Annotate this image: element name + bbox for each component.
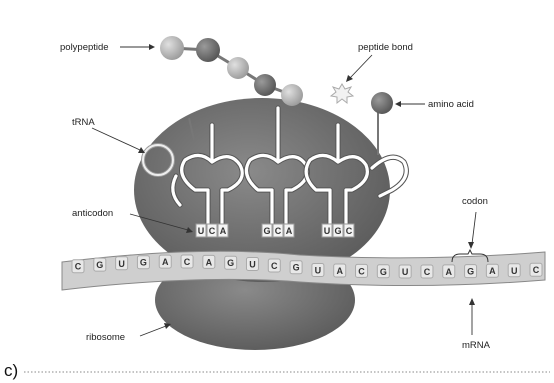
amino-acid-label: amino acid — [428, 99, 474, 110]
mrna-base: A — [446, 267, 453, 277]
mrna-base: A — [489, 266, 496, 276]
anticodon-base: C — [275, 226, 282, 236]
amino-acid-bead — [254, 74, 276, 96]
amino-acid-bead — [371, 92, 393, 114]
mrna-base: A — [206, 257, 213, 267]
anticodon-base: A — [286, 226, 293, 236]
amino-acid-bead — [196, 38, 220, 62]
amino-acid-bead — [160, 36, 184, 60]
amino-acid-bead — [281, 84, 303, 106]
anticodon-label: anticodon — [72, 208, 113, 219]
mrna-base: C — [533, 265, 540, 275]
mrna-base: C — [75, 262, 82, 272]
mrna-base: A — [336, 266, 343, 276]
anticodon-base: U — [198, 226, 205, 236]
part-label: c) — [4, 361, 18, 380]
peptide-bond-label: peptide bond — [358, 42, 413, 53]
mrna-base: U — [511, 266, 518, 276]
mrna-base: G — [293, 263, 300, 273]
mrna-base: C — [271, 261, 278, 271]
codon-label: codon — [462, 196, 488, 207]
anticodon-base: C — [346, 226, 353, 236]
peptide-bond-star — [331, 84, 353, 103]
anticodon-base: G — [263, 226, 270, 236]
mrna-base: G — [96, 260, 103, 270]
mrna-base: U — [402, 267, 409, 277]
mrna-base: G — [380, 267, 387, 277]
mrna-base: G — [227, 258, 234, 268]
mrna-label: mRNA — [462, 340, 491, 351]
mrna-base: G — [140, 258, 147, 268]
mrna-base: U — [315, 265, 322, 275]
trna-label: tRNA — [72, 117, 95, 128]
mrna-base: G — [467, 267, 474, 277]
amino-acid-bead — [227, 57, 249, 79]
mrna-base: C — [424, 267, 431, 277]
mrna-base: C — [184, 257, 191, 267]
mrna-base: U — [118, 259, 125, 269]
anticodon-base: C — [209, 226, 216, 236]
mrna-base: C — [358, 266, 365, 276]
anticodon-base: G — [334, 226, 341, 236]
anticodon-base: A — [220, 226, 227, 236]
mrna-base: A — [162, 257, 169, 267]
polypeptide-label: polypeptide — [60, 42, 109, 53]
anticodon-base: U — [324, 226, 331, 236]
ribosome-label: ribosome — [86, 332, 125, 343]
mrna-base: U — [249, 259, 256, 269]
